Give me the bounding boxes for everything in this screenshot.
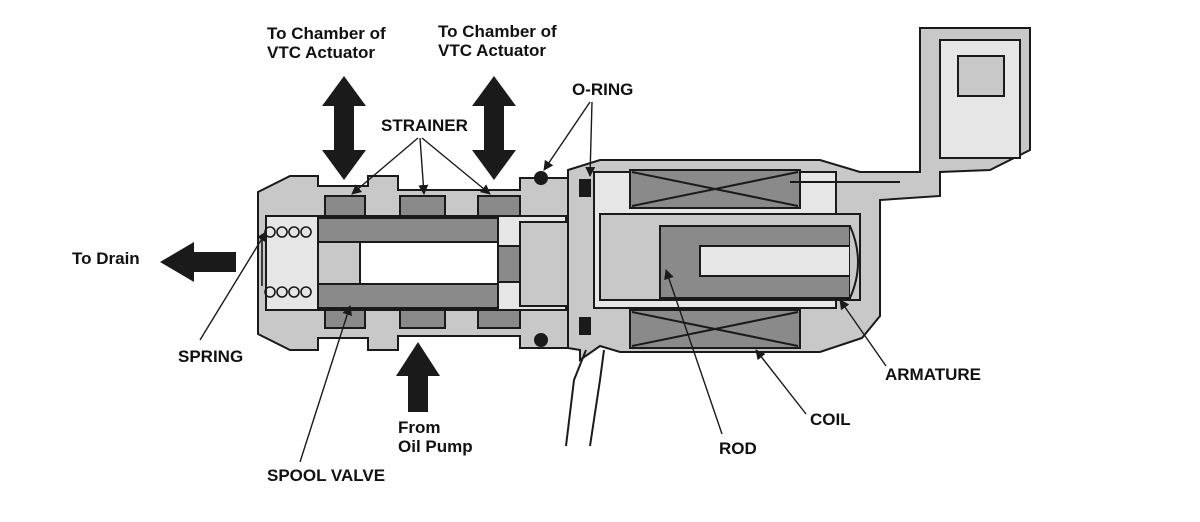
label-to-chamber-left: To Chamber of VTC Actuator [267,24,386,62]
label-spool-valve: SPOOL VALVE [267,466,386,485]
label-spring: SPRING [178,347,244,366]
arrow-up-down-left [322,76,366,180]
label-to-drain: To Drain [72,249,140,268]
label-coil: COIL [810,410,851,429]
label-to-chamber-left-line2: VTC Actuator [267,43,375,62]
label-o-ring: O-RING [572,80,634,99]
arrow-up-down-right [472,76,516,180]
label-to-chamber-right-line2: VTC Actuator [438,41,546,60]
wire-lead [565,181,900,447]
o-rings [534,171,591,347]
flow-arrows [160,76,516,412]
label-rod: ROD [719,439,757,458]
coil [629,169,801,349]
label-from-oil-pump: From Oil Pump [398,418,473,456]
strainer-blocks-top [324,195,521,217]
label-to-chamber-right-line1: To Chamber of [438,22,557,41]
label-armature: ARMATURE [885,365,982,384]
strainer-blocks-bottom [324,309,521,329]
leader-lines [199,101,887,463]
arrow-from-oil-pump [396,342,440,412]
label-from-oil-pump-line2: Oil Pump [398,437,473,456]
spring [261,226,312,298]
label-to-chamber-right: To Chamber of VTC Actuator [438,22,557,60]
spool-valve [317,217,499,309]
arrow-to-drain [160,242,236,282]
armature [659,225,859,299]
label-strainer: STRAINER [381,116,468,135]
label-to-chamber-left-line1: To Chamber of [267,24,386,43]
label-from-oil-pump-line1: From [398,418,441,437]
